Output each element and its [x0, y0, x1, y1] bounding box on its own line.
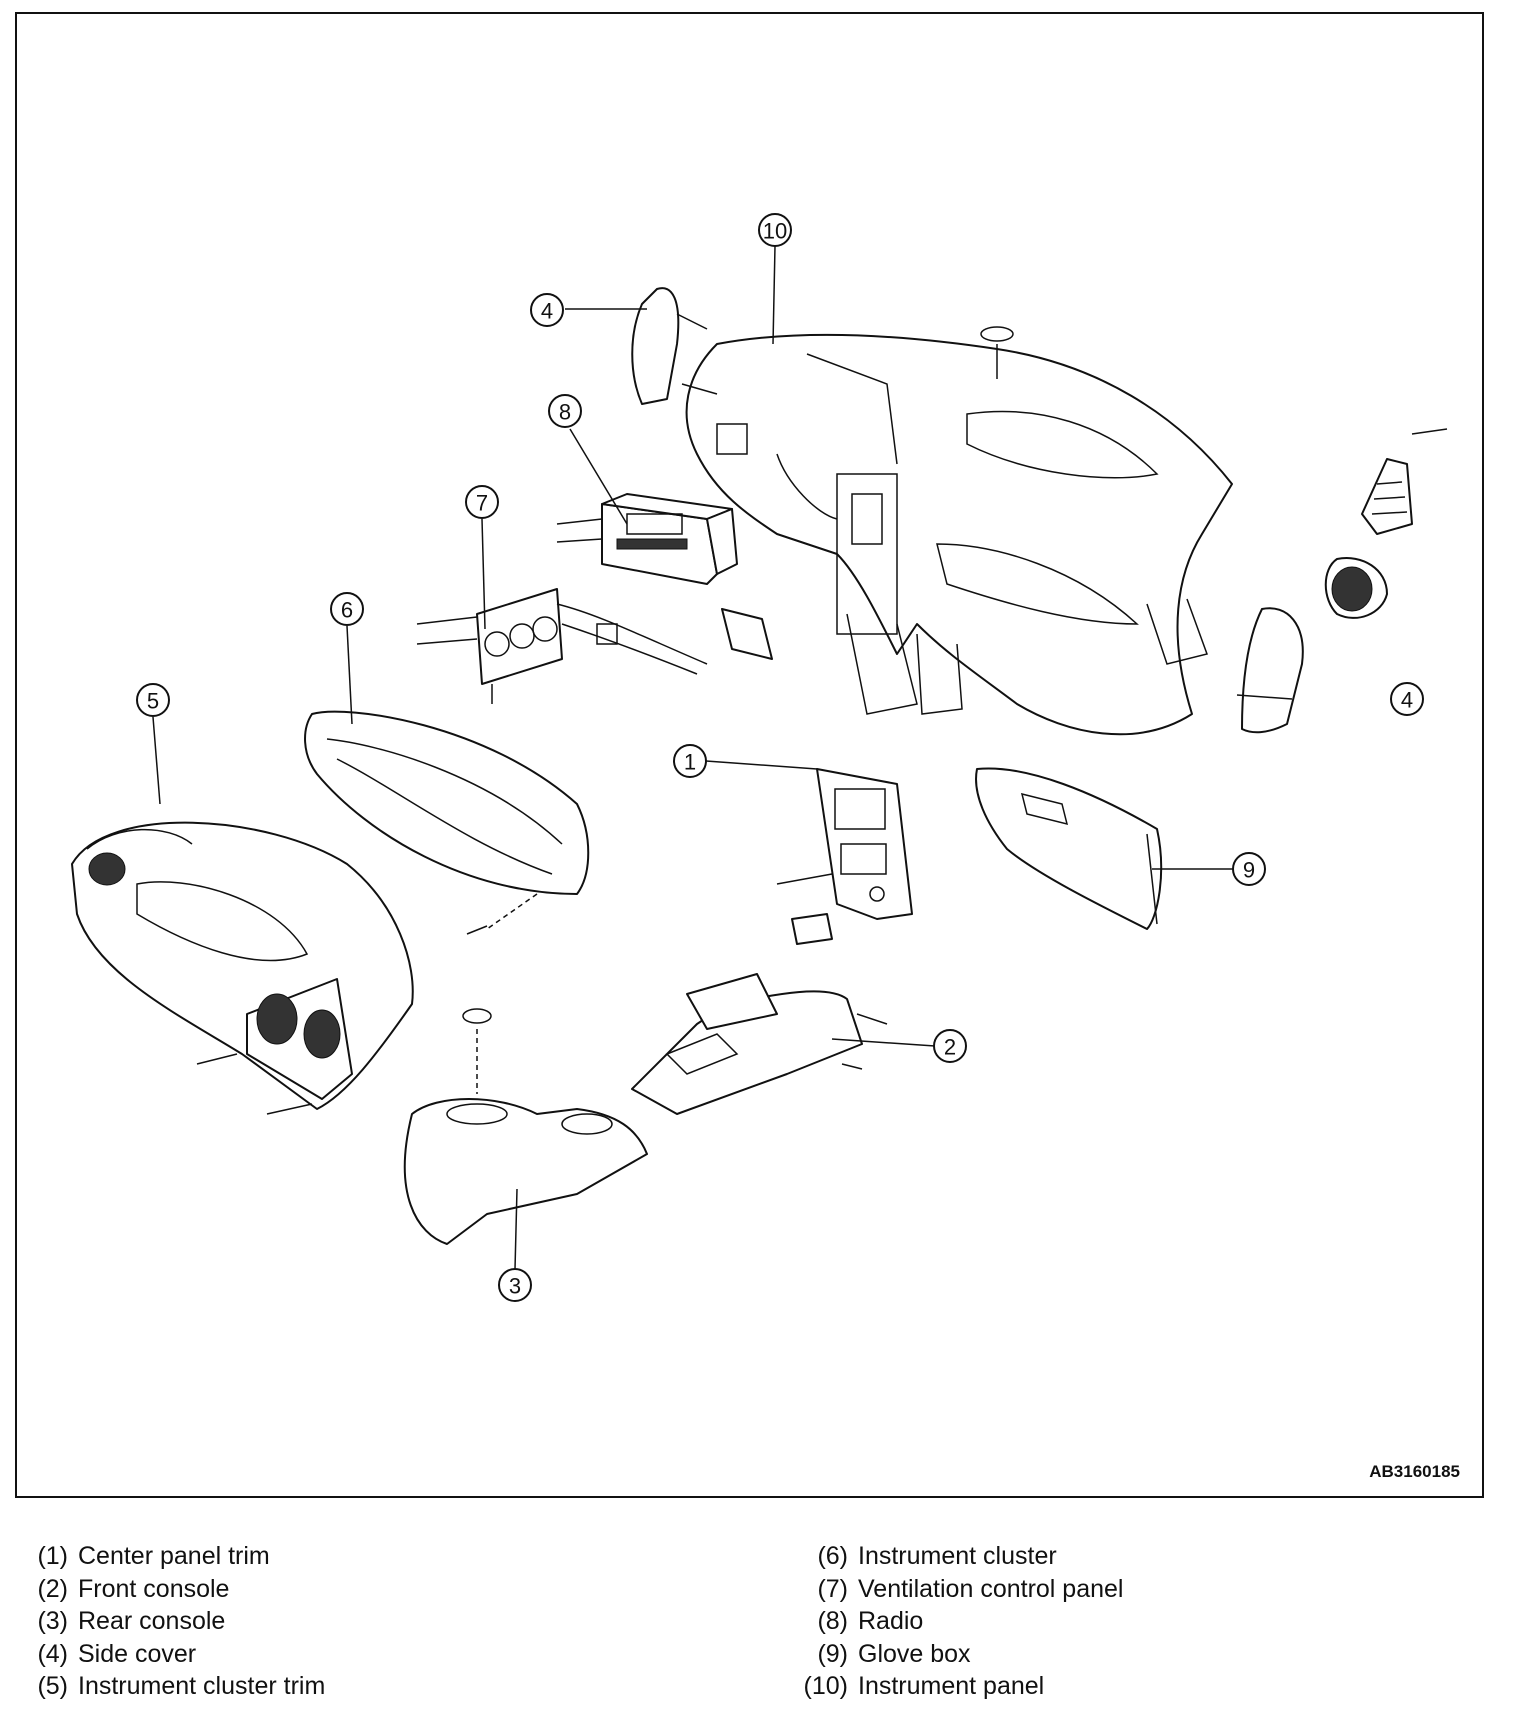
legend-item: (1)Center panel trim [37, 1542, 270, 1570]
figure-code: AB3160185 [1369, 1462, 1460, 1481]
callout-9: 9 [1232, 852, 1266, 886]
legend-item: (6)Instrument cluster [817, 1542, 1057, 1570]
legend-item: (10)Instrument panel [803, 1672, 1045, 1700]
legend-item: (7)Ventilation control panel [817, 1574, 1124, 1603]
side-cover-left-drawing [631, 287, 718, 405]
svg-text:2: 2 [944, 1035, 956, 1060]
radio-drawing [556, 493, 738, 585]
diagram-frame: 10 4 8 7 6 5 1 4 9 2 3 AB3160 [15, 12, 1484, 1498]
leader-lines [152, 245, 1293, 1270]
legend-item: (3)Rear console [37, 1607, 226, 1635]
legend-right-column: (6)Instrument cluster (7)Ventilation con… [798, 1540, 1124, 1703]
legend-item: (4)Side cover [37, 1639, 197, 1668]
legend-item: (2)Front console [37, 1574, 230, 1603]
center-panel-trim-drawing [776, 768, 913, 945]
legend-item: (5)Instrument cluster trim [37, 1672, 326, 1700]
callout-6: 6 [330, 592, 364, 626]
svg-text:9: 9 [1243, 858, 1255, 883]
parts-legend: (1)Center panel trim (2)Front console (3… [18, 1540, 1498, 1720]
svg-text:10: 10 [763, 219, 787, 244]
svg-text:1: 1 [684, 750, 696, 775]
svg-text:4: 4 [1401, 688, 1413, 713]
svg-text:5: 5 [147, 689, 159, 714]
glove-box-drawing [975, 767, 1163, 930]
legend-item: (8)Radio [817, 1607, 924, 1635]
rear-console-drawing [403, 1008, 648, 1245]
svg-text:7: 7 [476, 491, 488, 516]
callout-10: 10 [758, 213, 792, 247]
svg-text:3: 3 [509, 1274, 521, 1299]
legend-item: (9)Glove box [817, 1639, 971, 1668]
side-cover-right-drawing [1241, 607, 1304, 734]
instrument-cluster-trim-drawing [71, 821, 414, 1115]
instrument-panel-drawing [685, 326, 1233, 736]
instrument-cluster-drawing [304, 710, 590, 935]
small-bracket-drawing [721, 608, 773, 660]
svg-text:8: 8 [559, 400, 571, 425]
callout-4-right: 4 [1390, 682, 1424, 716]
callout-8: 8 [548, 394, 582, 428]
svg-text:6: 6 [341, 598, 353, 623]
callout-2: 2 [933, 1029, 967, 1063]
legend-left-column: (1)Center panel trim (2)Front console (3… [18, 1540, 325, 1703]
exploded-parts-diagram: 10 4 8 7 6 5 1 4 9 2 3 [71, 213, 1448, 1302]
ventilation-control-panel-drawing [416, 588, 708, 704]
callout-7: 7 [465, 485, 499, 519]
callout-4-left: 4 [530, 293, 564, 327]
svg-text:4: 4 [541, 299, 553, 324]
callout-1: 1 [673, 744, 707, 778]
callout-5: 5 [136, 683, 170, 717]
front-console-drawing [631, 973, 888, 1115]
side-vents-right-drawing [1324, 428, 1448, 619]
callout-3: 3 [498, 1268, 532, 1302]
